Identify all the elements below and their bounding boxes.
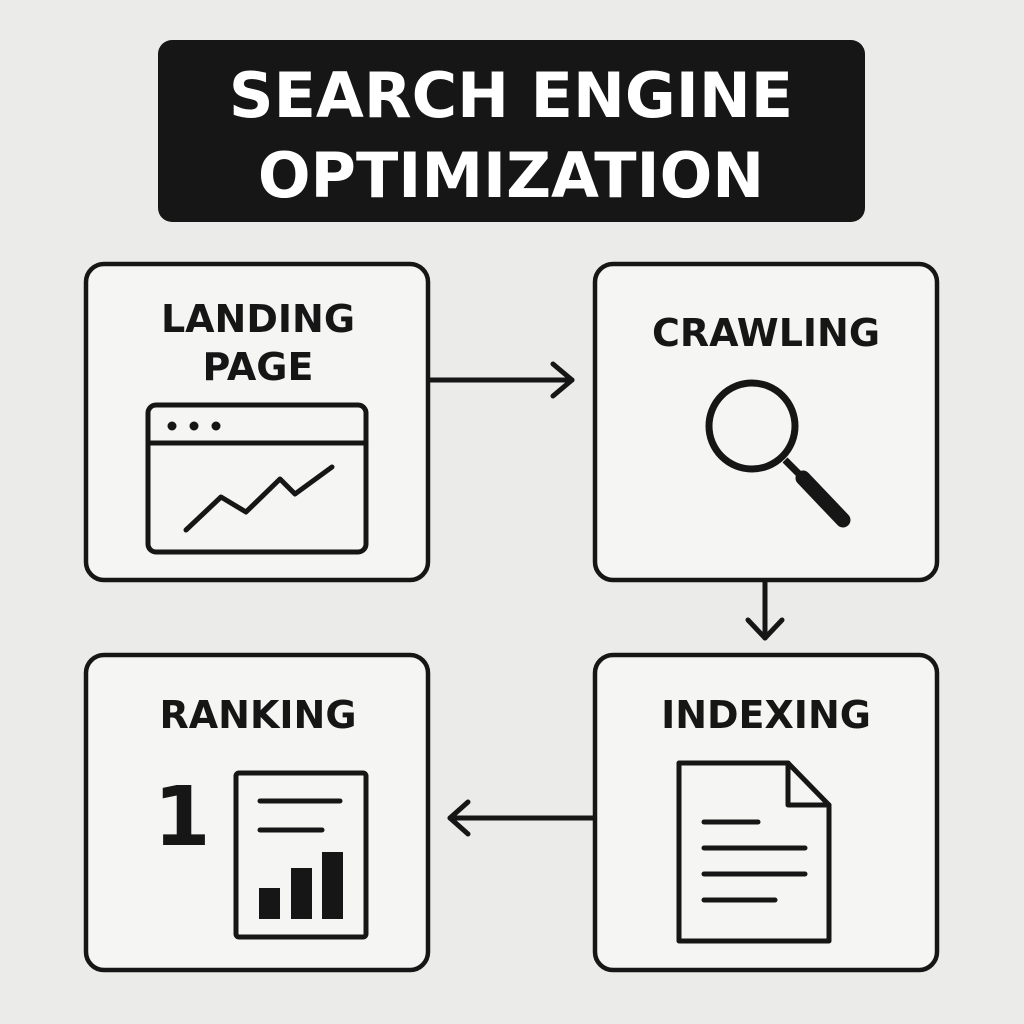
indexing-label: INDEXING <box>661 693 871 737</box>
landing-label-line-1: LANDING <box>161 297 355 341</box>
title-line-1: SEARCH ENGINE <box>229 59 793 132</box>
rank-number: 1 <box>153 770 210 865</box>
step-indexing: INDEXING <box>592 652 940 973</box>
report-bar-chart-icon <box>233 770 369 940</box>
title-banner: SEARCH ENGINE OPTIMIZATION <box>158 40 865 222</box>
ranking-label: RANKING <box>159 693 356 737</box>
crawling-label: CRAWLING <box>652 311 880 355</box>
browser-chart-icon <box>145 402 369 555</box>
magnifier-icon <box>705 379 851 528</box>
step-crawling: CRAWLING <box>592 261 940 583</box>
step-ranking: RANKING 1 <box>83 652 431 973</box>
arrow-landing-to-crawling <box>427 361 575 399</box>
document-icon <box>676 760 832 944</box>
title-line-2: OPTIMIZATION <box>258 139 764 212</box>
step-landing-page: LANDING PAGE <box>83 261 431 583</box>
landing-label-line-2: PAGE <box>203 345 314 389</box>
arrow-crawling-to-indexing <box>745 579 785 641</box>
arrow-indexing-to-ranking <box>447 799 596 837</box>
